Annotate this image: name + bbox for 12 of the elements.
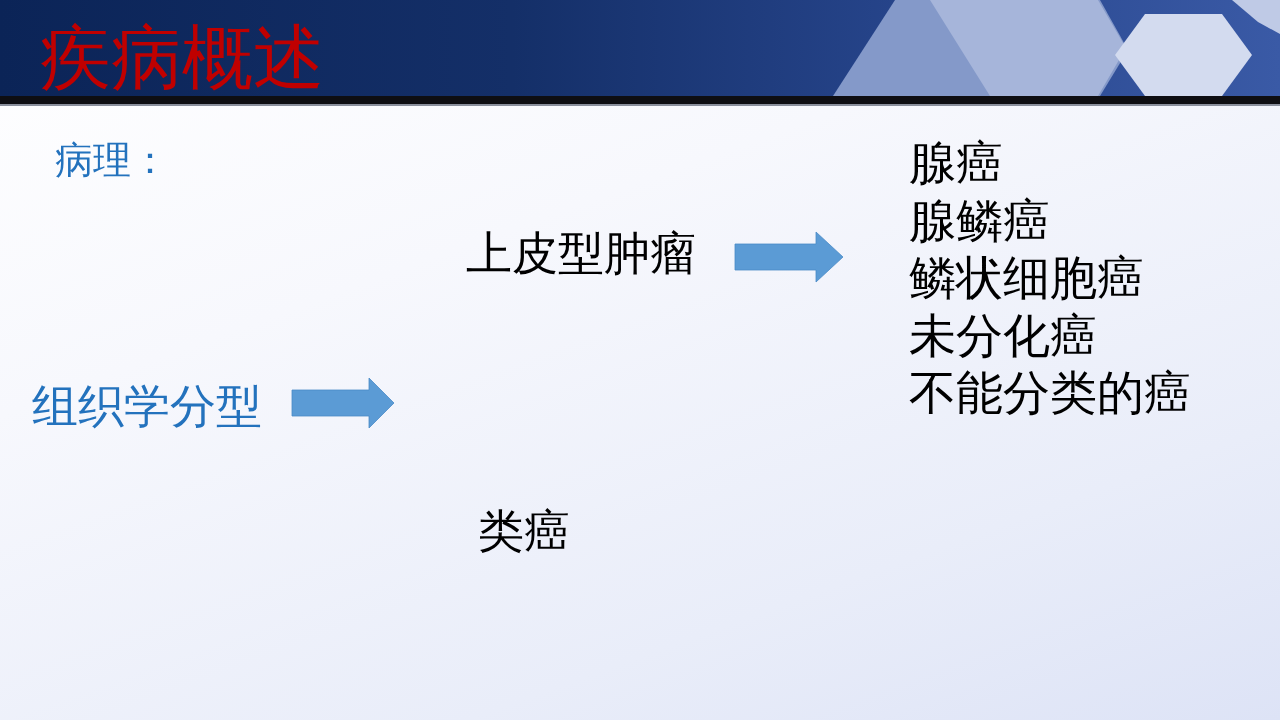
block-arrow [291, 377, 395, 429]
list-item: 鳞状细胞癌 [909, 254, 1144, 301]
list-item: 未分化癌 [909, 311, 1097, 359]
list-item: 腺癌 [909, 139, 1003, 186]
subtype-label: 上皮型肿瘤 [466, 230, 696, 276]
subtype-label: 类癌 [478, 508, 570, 554]
slide-title: 疾病概述 [40, 22, 324, 93]
block-arrow [734, 231, 844, 283]
section-label: 病理： [55, 141, 169, 179]
category-label: 组织学分型 [32, 383, 262, 429]
list-item: 不能分类的癌 [909, 369, 1191, 416]
list-item: 腺鳞癌 [909, 196, 1050, 244]
